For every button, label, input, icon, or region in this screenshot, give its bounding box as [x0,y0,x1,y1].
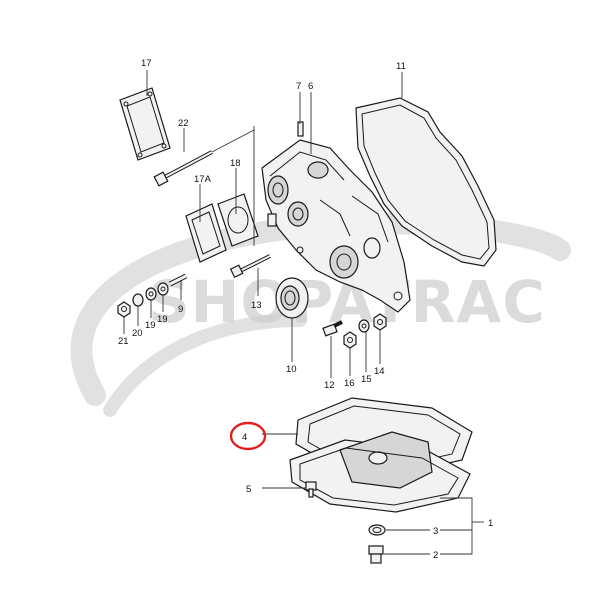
callout-19-b: 19 [157,314,168,325]
callout-15: 15 [361,374,372,385]
part-2-drain-plug [368,545,384,564]
part-10-oil-seal [275,277,309,319]
callout-20: 20 [132,328,143,339]
callout-labels: 17 22 17A 18 7 6 11 13 10 21 20 19 19 9 … [118,58,493,561]
part-17-cover-gasket [119,87,171,161]
callout-13: 13 [251,300,262,311]
callout-17: 17 [141,58,152,69]
callout-18: 18 [230,158,241,169]
part-15-washer [358,319,370,333]
leader-lines [123,70,484,555]
part-12-bolt [322,320,343,337]
small-fasteners-group [117,273,188,318]
part-22-long-bolt [153,150,213,187]
callout-4: 4 [242,432,247,443]
part-7-dowel-pin [297,121,304,137]
highlight-circle-part-4 [229,421,267,451]
part-18-gasket [217,193,259,247]
callout-7: 7 [296,81,301,92]
gear-case-housing [261,139,411,313]
part-13-bolt [229,254,271,279]
callout-9: 9 [178,304,183,315]
callout-22: 22 [178,118,189,129]
part-11-gear-case-gasket [355,97,497,267]
callout-3: 3 [433,526,438,537]
part-17a-cover-plate [185,203,227,263]
callout-19-a: 19 [145,320,156,331]
callout-1: 1 [488,518,493,529]
part-14-nut [373,313,387,331]
callout-10: 10 [286,364,297,375]
callout-16: 16 [344,378,355,389]
part-3-washer [368,524,386,536]
callout-11: 11 [396,61,406,72]
callout-6: 6 [308,81,313,92]
callout-5: 5 [246,484,251,495]
callout-21: 21 [118,336,129,347]
callout-17a: 17A [194,174,212,185]
callout-12: 12 [324,380,335,391]
callout-14: 14 [374,366,385,377]
callout-2: 2 [433,550,438,561]
part-16-nut [343,331,357,349]
part-5-bolt [305,481,317,498]
